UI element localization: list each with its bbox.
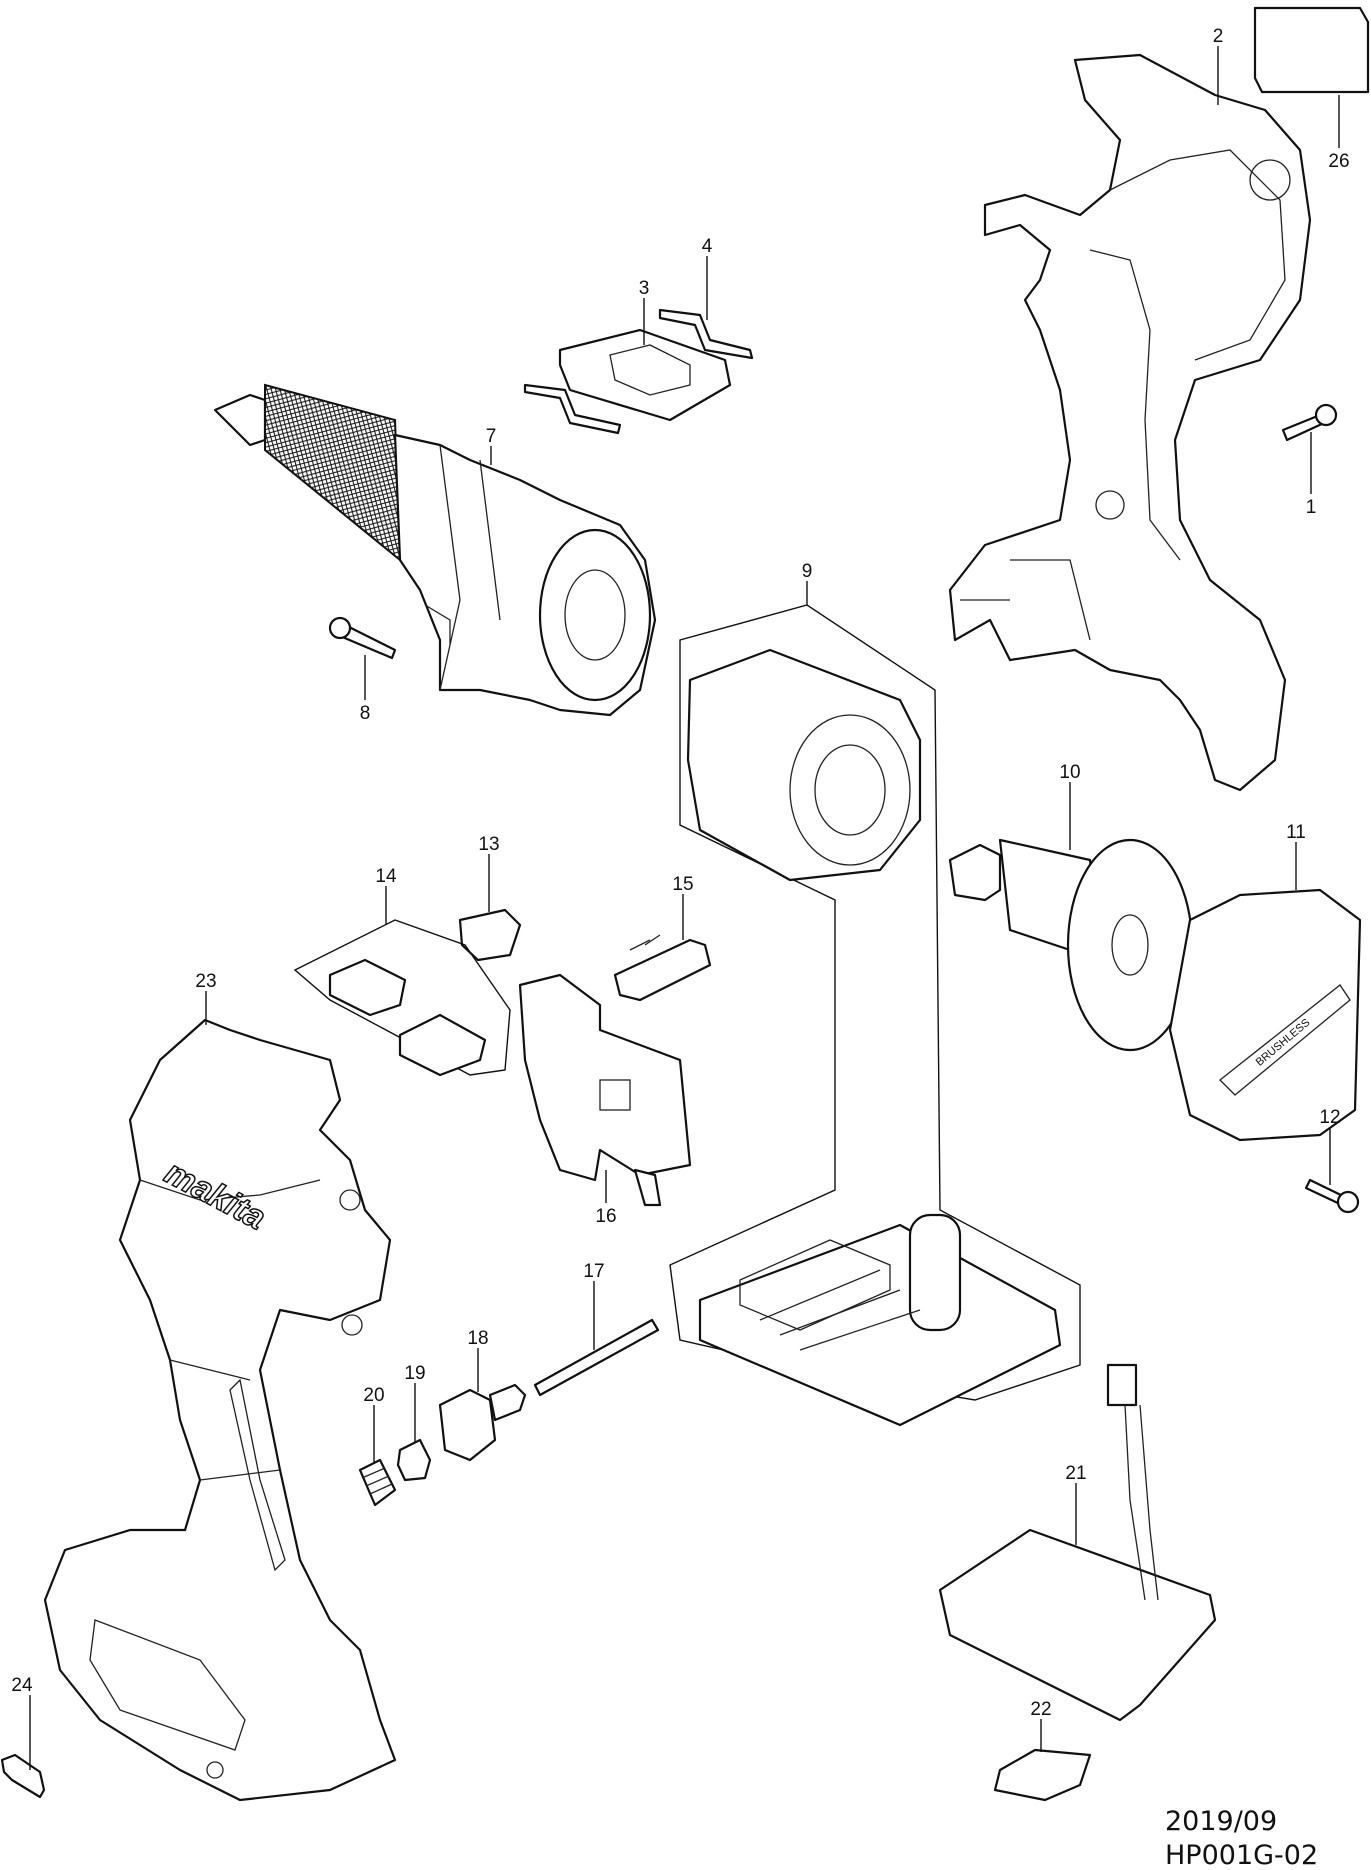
part-7-gear-assembly — [213, 383, 657, 717]
part-13-cap — [458, 908, 522, 962]
part-number-13: 13 — [478, 834, 499, 855]
part-24-label — [0, 1753, 46, 1799]
part-number-24: 24 — [11, 1675, 33, 1696]
part-9-stator — [686, 648, 922, 882]
part-number-15: 15 — [672, 874, 693, 895]
part-number-8: 8 — [360, 703, 371, 724]
part-14-pads — [328, 958, 487, 1077]
diagram-date: 2019/09 — [1165, 1806, 1277, 1837]
part-number-9: 9 — [802, 561, 813, 582]
part-18-knob — [438, 1383, 527, 1462]
part-number-18: 18 — [467, 1328, 488, 1349]
part-number-11: 11 — [1286, 822, 1306, 843]
part-number-10: 10 — [1059, 762, 1080, 783]
part-number-7: 7 — [486, 426, 497, 447]
part-number-3: 3 — [639, 278, 650, 299]
part-20-spring — [358, 1458, 397, 1507]
leader-lines — [29, 46, 1340, 1770]
part-26-label-plate — [1253, 6, 1370, 94]
diagram-model-code: HP001G-02 — [1165, 1840, 1318, 1870]
part-11-rear-cover: BRUSHLESS — [1168, 888, 1362, 1142]
part-19-ring — [396, 1438, 432, 1482]
part-number-22: 22 — [1030, 1699, 1051, 1720]
part-15-switch-lever — [613, 934, 712, 1002]
part-number-16: 16 — [595, 1206, 616, 1227]
part-number-20: 20 — [363, 1385, 384, 1406]
controller — [698, 1213, 1062, 1427]
part-number-2: 2 — [1213, 26, 1224, 47]
part-number-17: 17 — [583, 1261, 604, 1282]
part-23-housing-left: makita — [43, 1018, 397, 1802]
part-number-labels: 2 26 4 3 7 1 9 8 10 11 13 14 15 23 12 16… — [11, 26, 1349, 1720]
part-number-12: 12 — [1319, 1107, 1340, 1128]
part-8-screw — [328, 616, 397, 660]
part-14-group-outline — [293, 919, 511, 1076]
part-number-23: 23 — [195, 971, 216, 992]
part-16-switch — [518, 973, 692, 1207]
part-number-14: 14 — [375, 866, 397, 887]
part-12-screw — [1304, 1178, 1360, 1214]
part-3-speed-change-lever — [558, 328, 732, 422]
part-4-leaf-spring — [523, 308, 754, 435]
part-number-4: 4 — [702, 236, 713, 257]
part-22-label — [993, 1748, 1092, 1802]
part-2-housing-right — [948, 53, 1312, 792]
part-17-pin — [533, 1318, 660, 1397]
part-21-terminal — [938, 1363, 1217, 1722]
part-number-1: 1 — [1306, 497, 1317, 518]
part-10-rotor — [948, 838, 1194, 1052]
part-number-19: 19 — [404, 1363, 425, 1384]
part-number-26: 26 — [1328, 151, 1349, 172]
part-number-21: 21 — [1065, 1463, 1086, 1484]
part-1-screw — [1281, 403, 1338, 442]
